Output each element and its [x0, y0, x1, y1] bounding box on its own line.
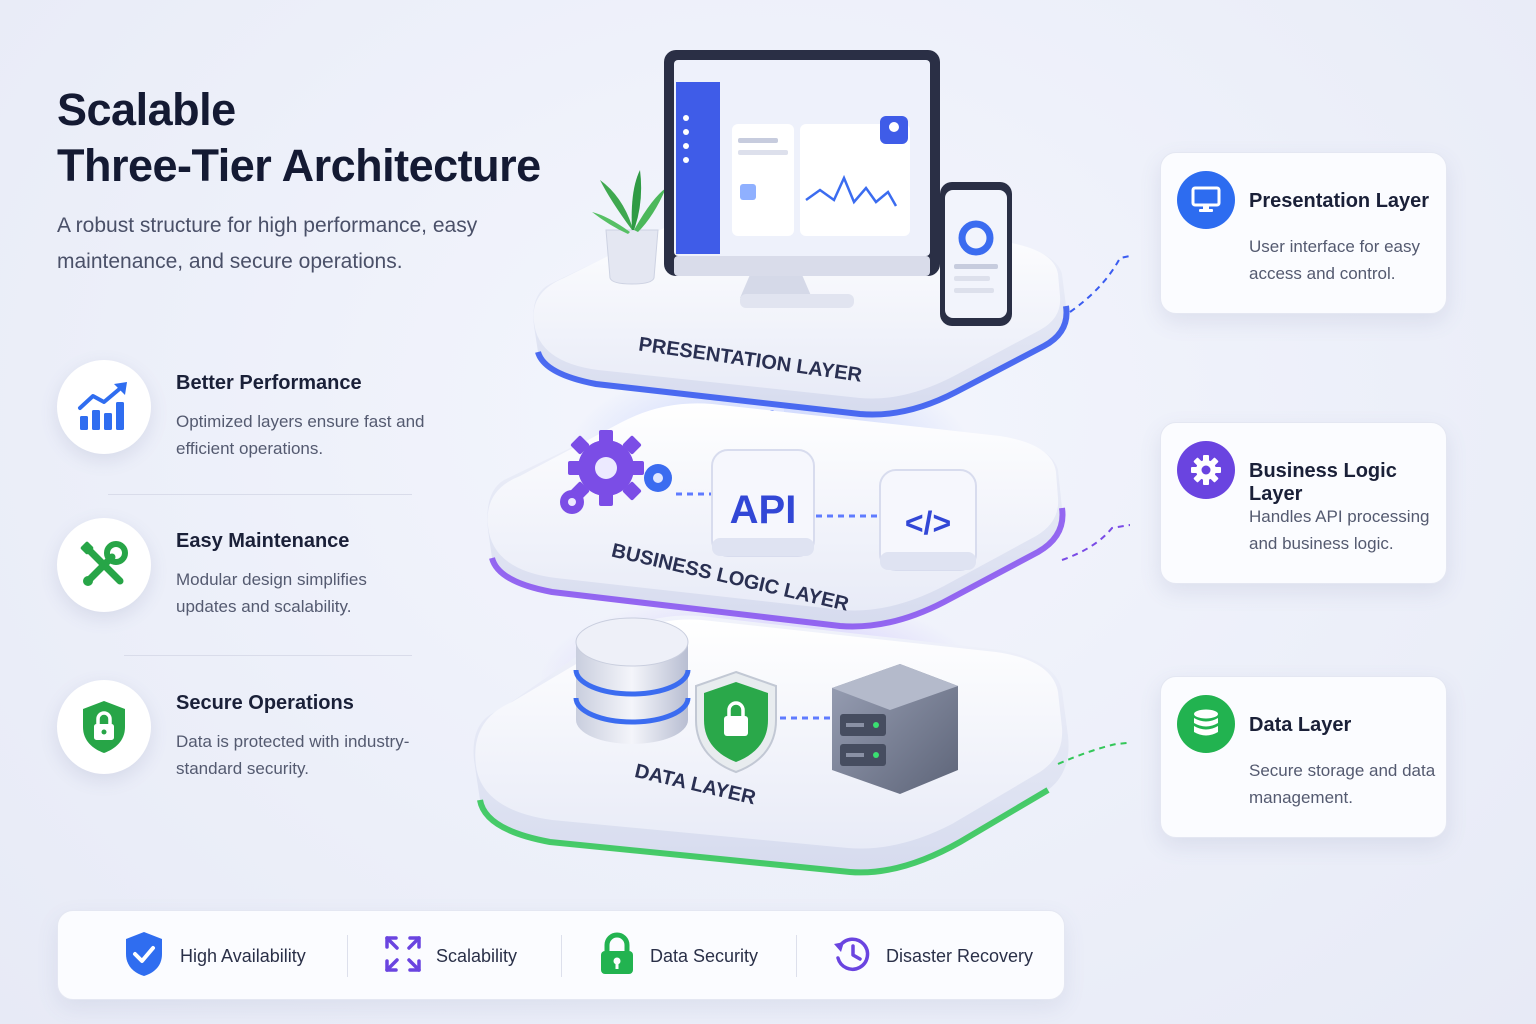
card-business-logic-layer: Business Logic Layer Handles API process…: [1160, 422, 1447, 584]
screen-sidebar: [676, 82, 720, 254]
separator: [561, 935, 562, 977]
page-subtitle: A robust structure for high performance,…: [57, 214, 478, 273]
benefit-title: Secure Operations: [176, 692, 354, 714]
title-line-1: Scalable: [57, 84, 236, 135]
separator: [796, 935, 797, 977]
database-cylinder-icon: [573, 617, 691, 744]
card-presentation-layer: Presentation Layer User interface for ea…: [1160, 152, 1447, 314]
card-data-layer: Data Layer Secure storage and data manag…: [1160, 676, 1447, 838]
feature-scalability: Scalability: [384, 911, 517, 1001]
shield-check-icon: [122, 930, 166, 983]
shield-lock-icon: [57, 680, 151, 774]
plant-pot-icon: [592, 170, 666, 285]
monitor-icon: [1177, 171, 1235, 229]
feature-label: Scalability: [436, 945, 518, 966]
divider: [108, 494, 412, 495]
benefit-desc: Modular design simplifies updates and sc…: [176, 570, 367, 616]
card-title: Business Logic Layer: [1249, 460, 1397, 505]
wrench-tools-icon: [57, 518, 151, 612]
benefit-security: Secure Operations Data is protected with…: [57, 680, 427, 790]
card-title: Data Layer: [1249, 714, 1352, 736]
padlock-icon: [598, 932, 636, 981]
leader-line-business: [1061, 523, 1130, 561]
feature-label: Disaster Recovery: [886, 945, 1034, 966]
card-title: Presentation Layer: [1249, 190, 1430, 212]
benefit-title: Better Performance: [176, 372, 362, 394]
feature-high-availability: High Availability: [122, 911, 306, 1001]
leader-line-presentation: [1069, 254, 1130, 313]
leader-line-data: [1057, 741, 1130, 765]
benefit-maintenance: Easy Maintenance Modular design simplifi…: [57, 518, 427, 628]
benefit-performance: Better Performance Optimized layers ensu…: [57, 360, 427, 470]
benefit-title: Easy Maintenance: [176, 530, 350, 552]
chart-growth-icon: [57, 360, 151, 454]
benefit-desc: Data is protected with industry-standard…: [176, 732, 410, 778]
api-cube: API: [711, 449, 815, 557]
history-clock-icon: [832, 934, 872, 979]
feature-label: High Availability: [180, 945, 306, 966]
feature-data-security: Data Security: [598, 911, 758, 1001]
code-label: </>: [905, 505, 951, 541]
feature-disaster-recovery: Disaster Recovery: [832, 911, 1033, 1001]
gears-icon: [560, 430, 672, 514]
card-desc: Handles API processing and business logi…: [1249, 507, 1430, 553]
monitor-device: [664, 50, 940, 308]
api-label: API: [730, 488, 797, 532]
separator: [347, 935, 348, 977]
phone-device: [940, 182, 1012, 326]
divider: [124, 655, 412, 656]
card-desc: User interface for easy access and contr…: [1249, 237, 1421, 283]
card-desc: Secure storage and data management.: [1249, 761, 1436, 807]
server-rack-icon: [832, 664, 958, 794]
code-cube: </>: [879, 469, 977, 571]
expand-arrows-icon: [384, 935, 422, 978]
gear-icon: [1177, 441, 1235, 499]
feature-bar: High Availability Scalability: [57, 910, 1065, 1000]
benefit-desc: Optimized layers ensure fast and efficie…: [176, 412, 425, 458]
title-line-2: Three-Tier Architecture: [57, 140, 541, 191]
database-icon: [1177, 695, 1235, 753]
architecture-stack: DATA LAYER BUSINESS LOGIC LAYER: [473, 50, 1130, 876]
shield-lock-icon: [695, 670, 777, 774]
page-title: Scalable Three-Tier Architecture: [57, 82, 541, 194]
feature-label: Data Security: [650, 945, 759, 966]
